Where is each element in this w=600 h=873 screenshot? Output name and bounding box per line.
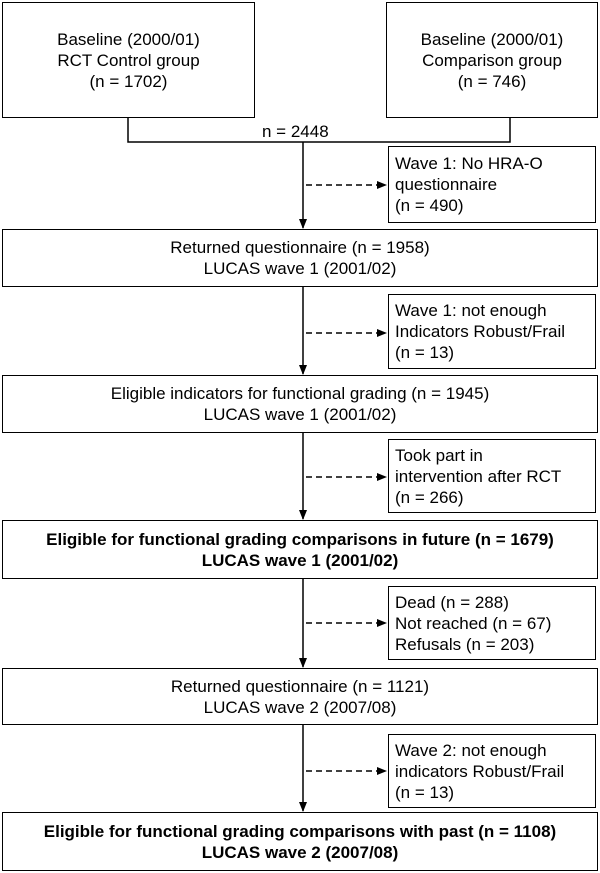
main-box-2: Eligible indicators for functional gradi… xyxy=(2,375,598,433)
main-2-line-1: Eligible indicators for functional gradi… xyxy=(110,384,490,403)
exclusion-5-line-1: Wave 2: not enough xyxy=(395,740,547,760)
exclusion-4-line-2: Not reached (n = 67) xyxy=(395,613,552,633)
main-1-line-2: LUCAS wave 1 (2001/02) xyxy=(203,259,397,278)
main-box-1: Returned questionnaire (n = 1958) LUCAS … xyxy=(2,229,598,287)
exclusion-box-3: Took part in intervention after RCT (n =… xyxy=(388,439,596,513)
main-box-4: Returned questionnaire (n = 1121) LUCAS … xyxy=(2,668,598,725)
main-2-line-2: LUCAS wave 1 (2001/02) xyxy=(203,405,397,424)
exclusion-5-line-3: (n = 13) xyxy=(395,782,455,802)
main-4-line-2: LUCAS wave 2 (2007/08) xyxy=(203,697,397,717)
baseline-comparison-line-1: Baseline (2000/01) xyxy=(420,29,564,49)
baseline-control-line-3: (n = 1702) xyxy=(89,71,168,91)
exclusion-1-line-1: Wave 1: No HRA-O xyxy=(395,154,543,173)
exclusion-box-2: Wave 1: not enough Indicators Robust/Fra… xyxy=(388,294,596,369)
merge-count-label: n = 2448 xyxy=(262,122,329,141)
exclusion-4-line-3: Refusals (n = 203) xyxy=(395,634,535,654)
main-5-line-2: LUCAS wave 2 (2007/08) xyxy=(201,842,399,862)
exclusion-2-line-1: Wave 1: not enough xyxy=(395,301,547,320)
exclusion-3-line-3: (n = 266) xyxy=(395,487,464,507)
baseline-comparison-line-2: Comparison group xyxy=(422,50,562,70)
baseline-comparison-box: Baseline (2000/01) Comparison group (n =… xyxy=(386,2,598,118)
exclusion-box-5: Wave 2: not enough indicators Robust/Fra… xyxy=(388,734,596,808)
baseline-control-line-2: RCT Control group xyxy=(57,50,200,70)
exclusion-box-1: Wave 1: No HRA-O questionnaire (n = 490) xyxy=(388,146,596,223)
exclusion-3-line-2: intervention after RCT xyxy=(395,466,562,486)
exclusion-5-line-2: indicators Robust/Frail xyxy=(395,761,565,781)
main-5-line-1: Eligible for functional grading comparis… xyxy=(43,821,557,841)
exclusion-2-line-2: Indicators Robust/Frail xyxy=(395,322,566,341)
exclusion-1-line-2: questionnaire xyxy=(395,175,498,194)
main-3-line-2: LUCAS wave 1 (2001/02) xyxy=(201,550,399,570)
main-box-3: Eligible for functional grading comparis… xyxy=(2,520,598,579)
exclusion-3-line-1: Took part in xyxy=(395,445,483,465)
main-1-line-1: Returned questionnaire (n = 1958) xyxy=(170,238,430,257)
baseline-control-box: Baseline (2000/01) RCT Control group (n … xyxy=(2,2,255,118)
exclusion-1-line-3: (n = 490) xyxy=(395,196,464,215)
merge-bracket xyxy=(127,118,511,143)
exclusion-4-line-1: Dead (n = 288) xyxy=(395,592,509,612)
main-3-line-1: Eligible for functional grading comparis… xyxy=(46,529,554,549)
exclusion-box-4: Dead (n = 288) Not reached (n = 67) Refu… xyxy=(388,586,596,660)
main-box-5: Eligible for functional grading comparis… xyxy=(2,812,598,871)
baseline-control-line-1: Baseline (2000/01) xyxy=(57,29,200,49)
exclusion-2-line-3: (n = 13) xyxy=(395,343,455,362)
main-4-line-1: Returned questionnaire (n = 1121) xyxy=(170,676,430,696)
baseline-comparison-line-3: (n = 746) xyxy=(457,71,527,91)
